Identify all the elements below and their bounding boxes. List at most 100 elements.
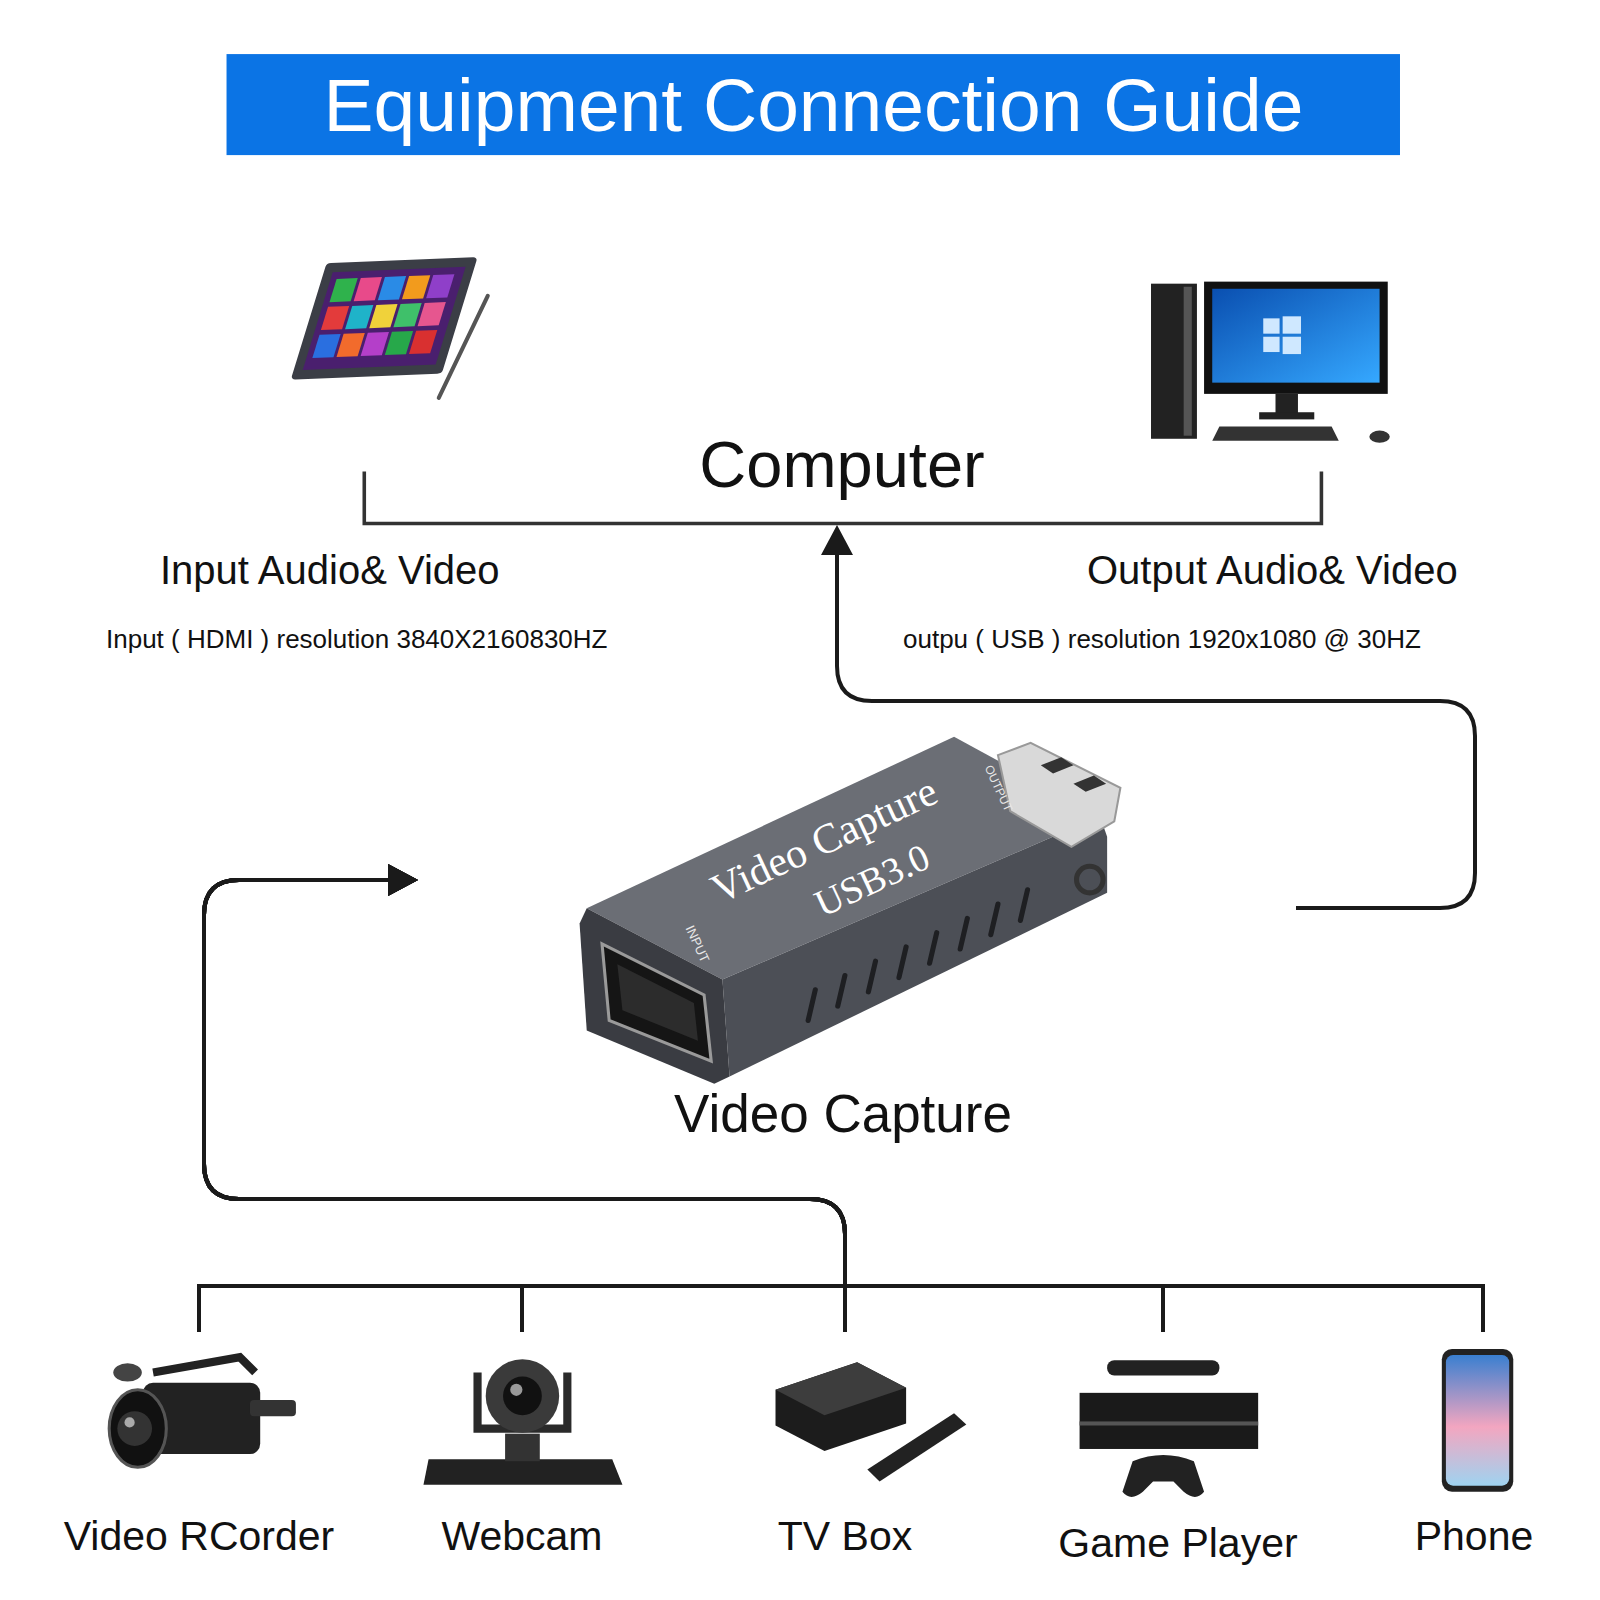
tablet-tile — [418, 302, 446, 326]
hdmi-port — [602, 944, 711, 1061]
tablet-tile — [312, 334, 340, 358]
webcam-neck — [505, 1434, 540, 1462]
webcam-base — [423, 1459, 622, 1485]
arrow-head — [388, 864, 418, 896]
vent-slot — [868, 961, 875, 992]
tvbox-top — [776, 1362, 907, 1415]
connector-arrow — [204, 864, 1163, 1332]
tv-remote — [867, 1413, 966, 1481]
windows-logo — [1283, 337, 1301, 354]
vent-slot — [838, 976, 845, 1007]
monitor-stand — [1276, 394, 1298, 414]
connector-line — [204, 880, 1163, 1332]
lens-highlight — [124, 1417, 134, 1427]
connector-line — [199, 880, 845, 1332]
connector-arrow — [204, 864, 1483, 1332]
windows-logo — [1263, 318, 1279, 333]
monitor-screen — [1212, 289, 1379, 383]
port-label: INPUT — [673, 904, 721, 983]
source-device: TV Box — [725, 1332, 965, 1570]
monitor-frame — [1204, 282, 1388, 394]
phone-body — [1442, 1349, 1513, 1492]
hdmi-port-inner — [617, 964, 698, 1041]
tablet-tile — [354, 277, 382, 301]
tablet-tile — [329, 278, 357, 302]
connector-line — [837, 551, 1475, 908]
tvbox-body — [776, 1362, 907, 1451]
tablet-tile — [337, 333, 365, 357]
mouse — [1369, 431, 1389, 443]
diagram-title: Equipment Connection Guide — [227, 54, 1400, 155]
vent-slot — [1020, 890, 1027, 921]
tablet-tile — [345, 305, 373, 329]
port-label: OUTPUT — [974, 749, 1021, 828]
arrow-head — [388, 864, 418, 896]
arrow-head — [388, 864, 418, 896]
connector-line — [204, 880, 845, 1332]
vent-slot — [899, 947, 906, 978]
source-device: Phone — [1400, 1332, 1566, 1570]
node-label: TV Box — [725, 1512, 965, 1560]
stylus-pen — [439, 296, 488, 398]
tablet-tile — [426, 274, 454, 298]
source-device: Game Player — [1003, 1332, 1323, 1570]
section-heading: Input Audio& Video — [160, 546, 630, 594]
tablet-icon — [291, 257, 478, 379]
lens-highlight — [510, 1384, 522, 1396]
connector-arrow — [204, 864, 845, 1332]
tablet-tile — [393, 303, 421, 327]
section-heading: Output Audio& Video — [1087, 546, 1587, 594]
camcorder-handle — [153, 1357, 255, 1372]
source-device: Webcam — [402, 1332, 642, 1570]
computer-group: Computer — [291, 255, 1393, 525]
game-controller — [1122, 1455, 1204, 1497]
windows-logo — [1263, 337, 1279, 352]
camcorder-lens-glass — [117, 1411, 152, 1446]
node-label: Phone — [1391, 1512, 1557, 1560]
tablet-tile — [321, 306, 349, 330]
connector-line — [204, 880, 1483, 1332]
tablet-tile — [402, 275, 430, 299]
pc-tower — [1151, 284, 1197, 439]
console-body — [1080, 1393, 1259, 1449]
node-label: Game Player — [1018, 1519, 1338, 1567]
spec-note: Input ( HDMI ) resolution 3840X2160830HZ — [106, 623, 746, 655]
usb-plug-hole — [1041, 757, 1074, 773]
vent-slot — [960, 918, 967, 949]
camcorder-viewfinder — [250, 1400, 296, 1416]
kinect-sensor — [1107, 1360, 1219, 1375]
source-device: Video RCorder — [40, 1332, 358, 1570]
vent-slot — [991, 904, 998, 935]
tablet-frame — [291, 257, 478, 379]
connector-arrow — [199, 864, 845, 1332]
windows-logo — [1283, 316, 1301, 333]
phone-screen — [1446, 1355, 1509, 1486]
connector-arrow — [821, 525, 1475, 908]
tablet-tile — [361, 332, 389, 356]
usb-plug — [998, 743, 1120, 847]
webcam-head — [486, 1359, 559, 1432]
tablet-tile — [378, 276, 406, 300]
tablet-screen — [303, 267, 466, 370]
tablet-tile — [409, 330, 437, 354]
tablet-tile — [369, 304, 397, 328]
node-label: Video Capture — [518, 1083, 1168, 1145]
arrow-head — [388, 864, 418, 896]
camcorder-mic — [113, 1363, 142, 1381]
node-label: Video RCorder — [20, 1512, 378, 1560]
capture-device: Video Capture — [418, 730, 1296, 1145]
monitor-base — [1259, 412, 1314, 419]
console-line — [1080, 1421, 1259, 1425]
arrow-head — [388, 864, 418, 896]
title-banner — [227, 54, 1400, 155]
camcorder-lens — [109, 1390, 166, 1468]
keyboard — [1212, 427, 1339, 441]
spec-note: outpu ( USB ) resolution 1920x1080 @ 30H… — [903, 623, 1593, 655]
capture-front-face — [580, 908, 730, 1084]
lanyard-ring — [1077, 866, 1104, 893]
connector-line — [204, 880, 845, 1332]
vent-slot — [930, 933, 937, 964]
